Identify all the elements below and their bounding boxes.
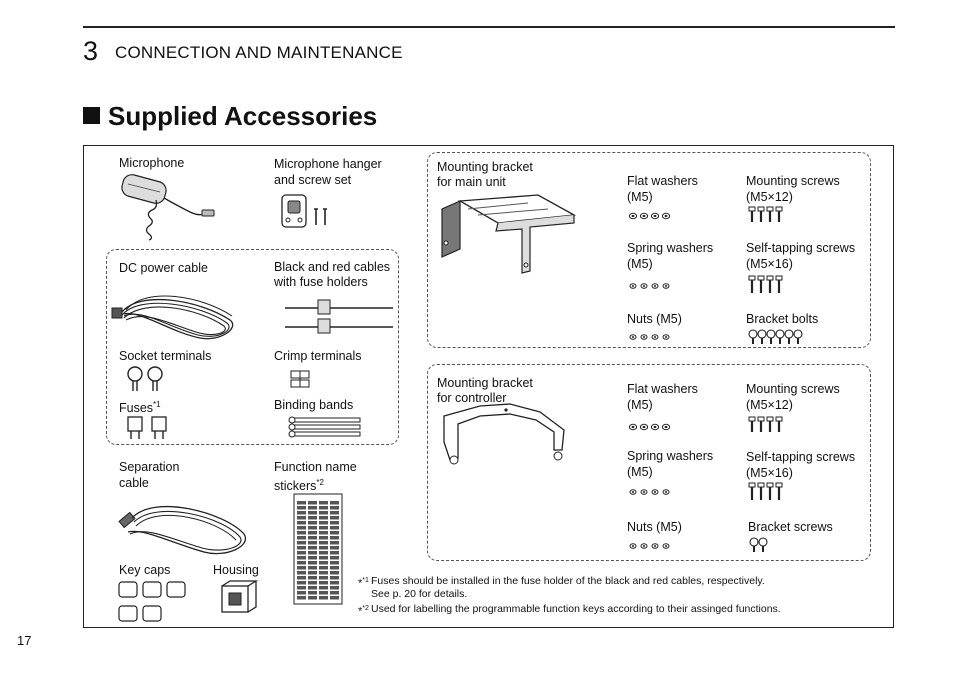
ctrl-self-tapping-screws-icon	[748, 482, 783, 500]
header-rule	[83, 26, 895, 28]
chapter-number: 3	[83, 36, 99, 66]
accessories-frame	[83, 145, 894, 628]
ctrl-flat-washers-label-1: Flat washers	[627, 382, 698, 396]
main-bracket-icon	[441, 194, 577, 274]
ctrl-spring-washers-icon	[629, 489, 670, 495]
chapter-title: CONNECTION AND MAINTENANCE	[115, 43, 403, 62]
dc-power-cable-label: DC power cable	[119, 261, 208, 275]
key-caps-icon	[118, 581, 186, 622]
mic-hanger-label-2: and screw set	[274, 173, 352, 187]
main-mounting-screws-label-2: (M5×12)	[746, 190, 793, 204]
ctrl-mounting-screws-label-2: (M5×12)	[746, 398, 793, 412]
ctrl-bracket-title-2: for controller	[437, 391, 507, 405]
fuses-icon	[127, 416, 167, 439]
main-bracket-bolts-label: Bracket bolts	[746, 312, 819, 326]
function-stickers-icon	[293, 493, 343, 605]
ctrl-self-tapping-label-1: Self-tapping screws	[746, 450, 856, 464]
main-flat-washers-label-1: Flat washers	[627, 174, 698, 188]
ctrl-flat-washers-icon	[628, 423, 671, 431]
main-self-tapping-label-1: Self-tapping screws	[746, 241, 856, 255]
ctrl-mounting-screws-label-1: Mounting screws	[746, 382, 840, 396]
section-title: Supplied Accessories	[108, 101, 378, 131]
square-bullet-icon	[83, 107, 100, 124]
fuse-cables-icon	[285, 299, 393, 334]
fuse-cables-label-1: Black and red cables	[274, 260, 391, 274]
main-bracket-title-1: Mounting bracket	[437, 160, 533, 174]
ctrl-flat-washers-label-2: (M5)	[627, 398, 653, 412]
ctrl-bracket-screws-label: Bracket screws	[748, 520, 833, 534]
footnote-2-mark: **2	[358, 605, 369, 618]
ctrl-spring-washers-label-2: (M5)	[627, 465, 653, 479]
main-mounting-screws-label-1: Mounting screws	[746, 174, 840, 188]
main-mounting-screws-icon	[748, 206, 783, 222]
binding-bands-icon	[288, 416, 361, 438]
crimp-terminals-label: Crimp terminals	[274, 349, 362, 363]
main-nuts-icon	[629, 334, 670, 340]
housing-icon	[221, 580, 259, 613]
fuses-label: Fuses*1	[119, 400, 161, 416]
function-stickers-label-2: stickers*2	[274, 478, 324, 494]
footnote-2-line-1: Used for labelling the programmable func…	[371, 603, 781, 615]
separation-cable-label-1: Separation	[119, 460, 180, 474]
microphone-label: Microphone	[119, 156, 185, 170]
binding-bands-label: Binding bands	[274, 398, 354, 412]
footnote-1-line-2: See p. 20 for details.	[371, 588, 468, 600]
footnote-1-mark: **1	[358, 577, 369, 590]
ctrl-spring-washers-label-1: Spring washers	[627, 449, 714, 463]
main-self-tapping-screws-icon	[748, 275, 783, 293]
ctrl-nuts-icon	[629, 543, 670, 549]
key-caps-label: Key caps	[119, 563, 171, 577]
main-spring-washers-label-2: (M5)	[627, 257, 653, 271]
separation-cable-icon	[118, 505, 247, 555]
crimp-terminals-icon	[290, 370, 310, 388]
mic-hanger-icon	[281, 194, 327, 228]
socket-terminals-label: Socket terminals	[119, 349, 212, 363]
ctrl-self-tapping-label-2: (M5×16)	[746, 466, 793, 480]
main-flat-washers-label-2: (M5)	[627, 190, 653, 204]
function-stickers-label-1: Function name	[274, 460, 357, 474]
section-heading: Supplied Accessories	[83, 100, 377, 132]
microphone-icon	[121, 174, 215, 241]
ctrl-bracket-title-1: Mounting bracket	[437, 376, 533, 390]
ctrl-nuts-label: Nuts (M5)	[627, 520, 682, 534]
main-self-tapping-label-2: (M5×16)	[746, 257, 793, 271]
page-number: 17	[17, 633, 32, 648]
footnote-1-line-1: Fuses should be installed in the fuse ho…	[371, 575, 765, 587]
main-flat-washers-icon	[628, 212, 671, 220]
socket-terminals-icon	[127, 366, 163, 391]
ctrl-mounting-screws-icon	[748, 416, 783, 432]
dc-power-cable-icon	[111, 295, 234, 340]
main-nuts-label: Nuts (M5)	[627, 312, 682, 326]
ctrl-bracket-screws-icon	[749, 537, 768, 552]
main-bracket-bolts-icon	[748, 329, 803, 344]
controller-bracket-group	[427, 364, 871, 561]
separation-cable-label-2: cable	[119, 476, 149, 490]
fuse-cables-label-2: with fuse holders	[274, 275, 368, 289]
power-accessories-group	[106, 249, 399, 445]
main-bracket-title-2: for main unit	[437, 175, 506, 189]
housing-label: Housing	[213, 563, 259, 577]
controller-bracket-icon	[443, 403, 565, 465]
main-bracket-group	[427, 152, 871, 348]
main-spring-washers-label-1: Spring washers	[627, 241, 714, 255]
mic-hanger-label-1: Microphone hanger	[274, 157, 382, 171]
main-spring-washers-icon	[629, 283, 670, 289]
